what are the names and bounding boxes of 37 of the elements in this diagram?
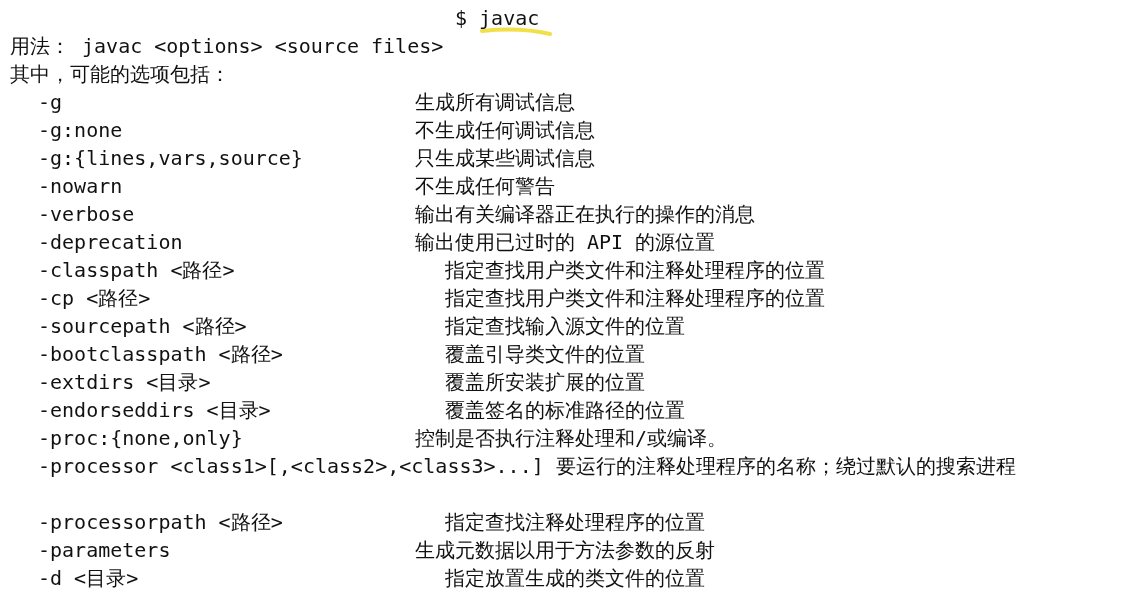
option-name: -g:none <box>38 117 123 143</box>
option-description: 不生成任何警告 <box>415 173 555 199</box>
option-description: 输出使用已过时的 API 的源位置 <box>415 229 716 255</box>
option-name: -proc:{none,only} <box>38 425 243 451</box>
option-description: 覆盖签名的标准路径的位置 <box>445 397 685 423</box>
option-name: -processor <class1>[,<class2>,<class3>...] <box>38 454 544 478</box>
option-description: 指定查找输入源文件的位置 <box>445 313 685 339</box>
option-name: -sourcepath <路径> <box>38 313 247 339</box>
option-name: -g <box>38 89 63 115</box>
option-name: -parameters <box>38 537 171 563</box>
options-heading: 其中，可能的选项包括： <box>10 61 230 87</box>
option-description: 指定查找注释处理程序的位置 <box>445 509 705 535</box>
option-description: 生成元数据以用于方法参数的反射 <box>415 537 715 563</box>
option-description: 指定查找用户类文件和注释处理程序的位置 <box>445 257 825 283</box>
option-description: 控制是否执行注释处理和/或编译。 <box>415 425 728 451</box>
option-name: -processorpath <路径> <box>38 509 283 535</box>
usage-line: 用法： javac <options> <source files> <box>10 33 444 59</box>
option-description: 指定放置生成的类文件的位置 <box>445 565 705 591</box>
option-name: -deprecation <box>38 229 183 255</box>
command-prompt: $ javac <box>455 5 540 31</box>
option-name: -cp <路径> <box>38 285 151 311</box>
option-name: -g:{lines,vars,source} <box>38 145 303 171</box>
option-description: 不生成任何调试信息 <box>415 117 595 143</box>
option-description: 要运行的注释处理程序的名称；绕过默认的搜索进程 <box>555 454 1016 478</box>
option-name: -bootclasspath <路径> <box>38 341 283 367</box>
option-name: -verbose <box>38 201 135 227</box>
option-description: 输出有关编译器正在执行的操作的消息 <box>415 201 755 227</box>
option-name: -classpath <路径> <box>38 257 235 283</box>
option-name: -nowarn <box>38 173 123 199</box>
option-name: -endorseddirs <目录> <box>38 397 271 423</box>
option-name: -extdirs <目录> <box>38 369 211 395</box>
option-name: -d <目录> <box>38 565 139 591</box>
option-description: 只生成某些调试信息 <box>415 145 595 171</box>
option-description: 覆盖所安装扩展的位置 <box>445 369 645 395</box>
option-description: 生成所有调试信息 <box>415 89 575 115</box>
option-description: 指定查找用户类文件和注释处理程序的位置 <box>445 285 825 311</box>
option-description: 覆盖引导类文件的位置 <box>445 341 645 367</box>
